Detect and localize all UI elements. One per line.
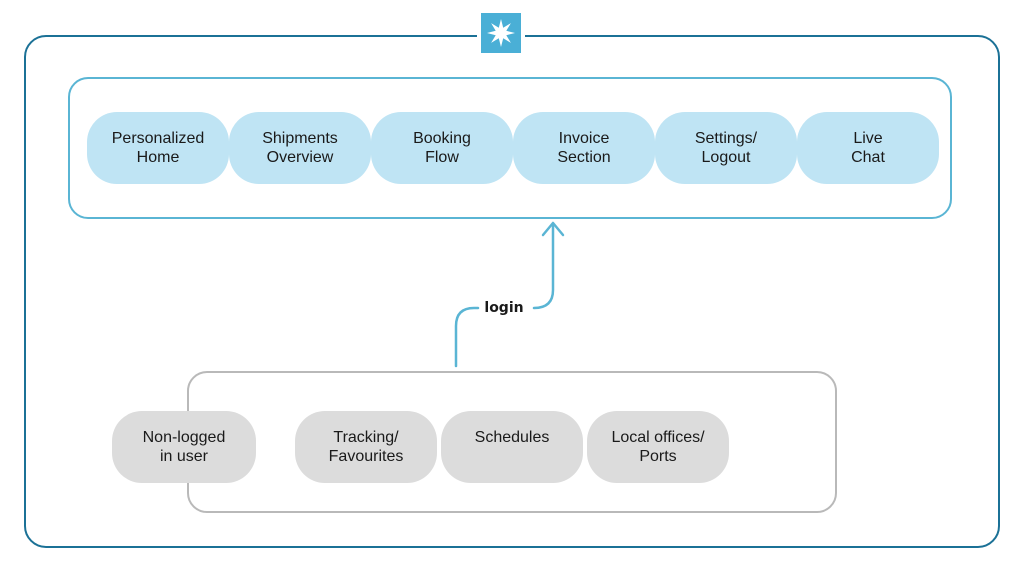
login-arrow-head <box>541 221 565 237</box>
live-chat-node: Live Chat <box>797 112 939 184</box>
non-logged-user-node: Non-logged in user <box>112 411 256 483</box>
invoice-section-node: Invoice Section <box>513 112 655 184</box>
schedules-node: Schedules <box>441 411 583 483</box>
login-arrow-line <box>454 306 480 368</box>
booking-flow-node: Booking Flow <box>371 112 513 184</box>
shipments-overview-node: Shipments Overview <box>229 112 371 184</box>
local-offices-ports-node: Local offices/ Ports <box>587 411 729 483</box>
tracking-favourites-node: Tracking/ Favourites <box>295 411 437 483</box>
settings-logout-node: Settings/ Logout <box>655 112 797 184</box>
star-burst-icon <box>487 19 515 47</box>
logo-badge <box>477 9 525 57</box>
logged-in-features-container: Personalized Home Shipments Overview Boo… <box>68 77 952 219</box>
login-label: login <box>484 300 524 316</box>
login-arrow-line-upper <box>532 222 555 310</box>
personalized-home-node: Personalized Home <box>87 112 229 184</box>
